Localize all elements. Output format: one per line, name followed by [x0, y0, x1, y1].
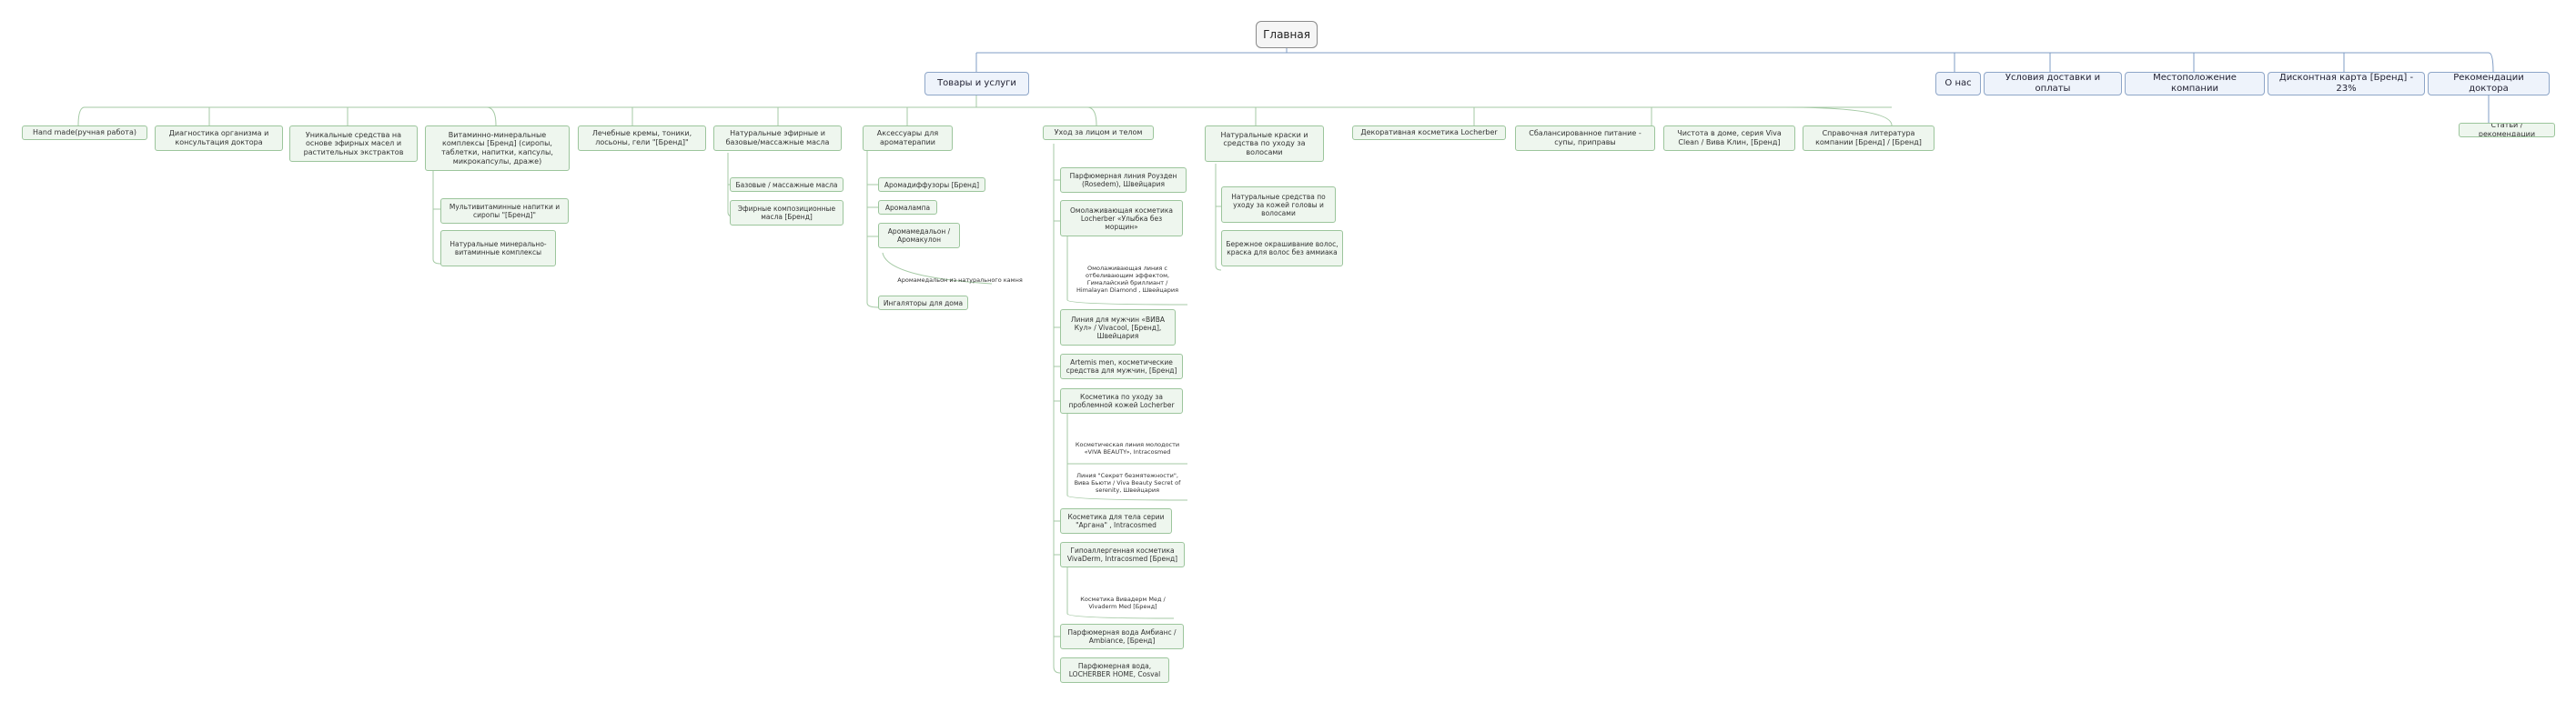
node-essential-composition-oils[interactable]: Эфирные композиционные масла [Бренд] [730, 200, 844, 226]
node-viva-clean[interactable]: Чистота в доме, серия Viva Clean / Вива … [1663, 125, 1795, 151]
node-base-massage-oils[interactable]: Базовые / массажные масла [730, 177, 844, 192]
node-aroma-diffusers[interactable]: Аромадиффузоры [Бренд] [878, 177, 985, 192]
node-balanced-nutrition[interactable]: Сбалансированное питание - супы, приправ… [1515, 125, 1655, 151]
node-about-us[interactable]: О нас [1935, 72, 1981, 95]
node-aroma-medallion-stone[interactable]: Аромамедальон из натурального камня [897, 276, 1023, 285]
node-articles-recommendations[interactable]: Статьи / рекомендации [2459, 123, 2555, 137]
node-hair-dyes[interactable]: Натуральные краски и средства по уходу з… [1205, 125, 1324, 162]
node-healing-creams[interactable]: Лечебные кремы, тоники, лосьоны, гели "[… [578, 125, 706, 151]
node-himalayan-diamond[interactable]: Омолаживающая линия с отбеливающим эффек… [1076, 265, 1179, 294]
node-face-body-care[interactable]: Уход за лицом и телом [1043, 125, 1154, 140]
node-scalp-care[interactable]: Натуральные средства по уходу за кожей г… [1221, 186, 1336, 223]
node-vitamin-complexes[interactable]: Витаминно-минеральные комплексы [Бренд] … [425, 125, 570, 171]
node-discount-card[interactable]: Дисконтная карта [Бренд] - 23% [2268, 72, 2425, 95]
node-artemis-men[interactable]: Artemis men, косметические средства для … [1060, 354, 1183, 379]
node-viva-beauty-line[interactable]: Косметическая линия молодости «VIVA BEAU… [1075, 441, 1180, 456]
node-vivaderm-med[interactable]: Косметика Вивадерм Мед / Vivaderm Med [Б… [1080, 596, 1166, 610]
node-reference-literature[interactable]: Справочная литература компании [Бренд] /… [1803, 125, 1935, 151]
node-aroma-accessories[interactable]: Аксессуары для ароматерапии [863, 125, 953, 151]
node-gentle-hair-dye[interactable]: Бережное окрашивание волос, краска для в… [1221, 230, 1343, 266]
node-home-inhalers[interactable]: Ингаляторы для дома [878, 296, 968, 310]
node-company-location[interactable]: Местоположение компании [2125, 72, 2265, 95]
node-rosedem-line[interactable]: Парфюмерная линия Роузден (Rosedem), Шве… [1060, 167, 1187, 193]
node-locherber-home[interactable]: Парфюмерная вода, LOCHERBER HOME, Cosval [1060, 657, 1169, 683]
node-aroma-medallion[interactable]: Аромамедальон / Аромакулон [878, 223, 960, 248]
node-viva-beauty-serenity[interactable]: Линия "Секрет безмятежности", Вива Бьюти… [1074, 472, 1181, 494]
root-node-main[interactable]: Главная [1256, 21, 1318, 48]
node-essential-oil-remedies[interactable]: Уникальные средства на основе эфирных ма… [289, 125, 418, 162]
node-vivaderm[interactable]: Гипоаллергенная косметика VivaDerm, Intr… [1060, 542, 1185, 567]
node-hand-made[interactable]: Hand made(ручная работа) [22, 125, 147, 140]
node-decorative-cosmetics[interactable]: Декоративная косметика Locherber [1352, 125, 1506, 140]
node-vivacool-men[interactable]: Линия для мужчин «ВИВА Кул» / Vivacool, … [1060, 309, 1176, 346]
node-doctor-recommendations[interactable]: Рекомендации доктора [2428, 72, 2550, 95]
node-products-services[interactable]: Товары и услуги [924, 72, 1029, 95]
node-aroma-lamp[interactable]: Аромалампа [878, 200, 937, 215]
node-locherber-problem-skin[interactable]: Косметика по уходу за проблемной кожей L… [1060, 388, 1183, 414]
node-multivitamin-drinks[interactable]: Мультивитаминные напитки и сиропы "[Брен… [440, 198, 569, 224]
node-locherber-antiwrinkle[interactable]: Омолаживающая косметика Locherber «Улыбк… [1060, 200, 1183, 236]
node-delivery-payment[interactable]: Условия доставки и оплаты [1984, 72, 2122, 95]
node-natural-oils[interactable]: Натуральные эфирные и базовые/массажные … [713, 125, 842, 151]
node-argana-body[interactable]: Косметика для тела серии "Аргана" , Intr… [1060, 508, 1172, 534]
node-mineral-vitamin-complexes[interactable]: Натуральные минерально-витаминные компле… [440, 230, 556, 266]
node-diagnostics[interactable]: Диагностика организма и консультация док… [155, 125, 283, 151]
node-ambiance-perfume[interactable]: Парфюмерная вода Амбианс / Ambiance, [Бр… [1060, 624, 1184, 649]
